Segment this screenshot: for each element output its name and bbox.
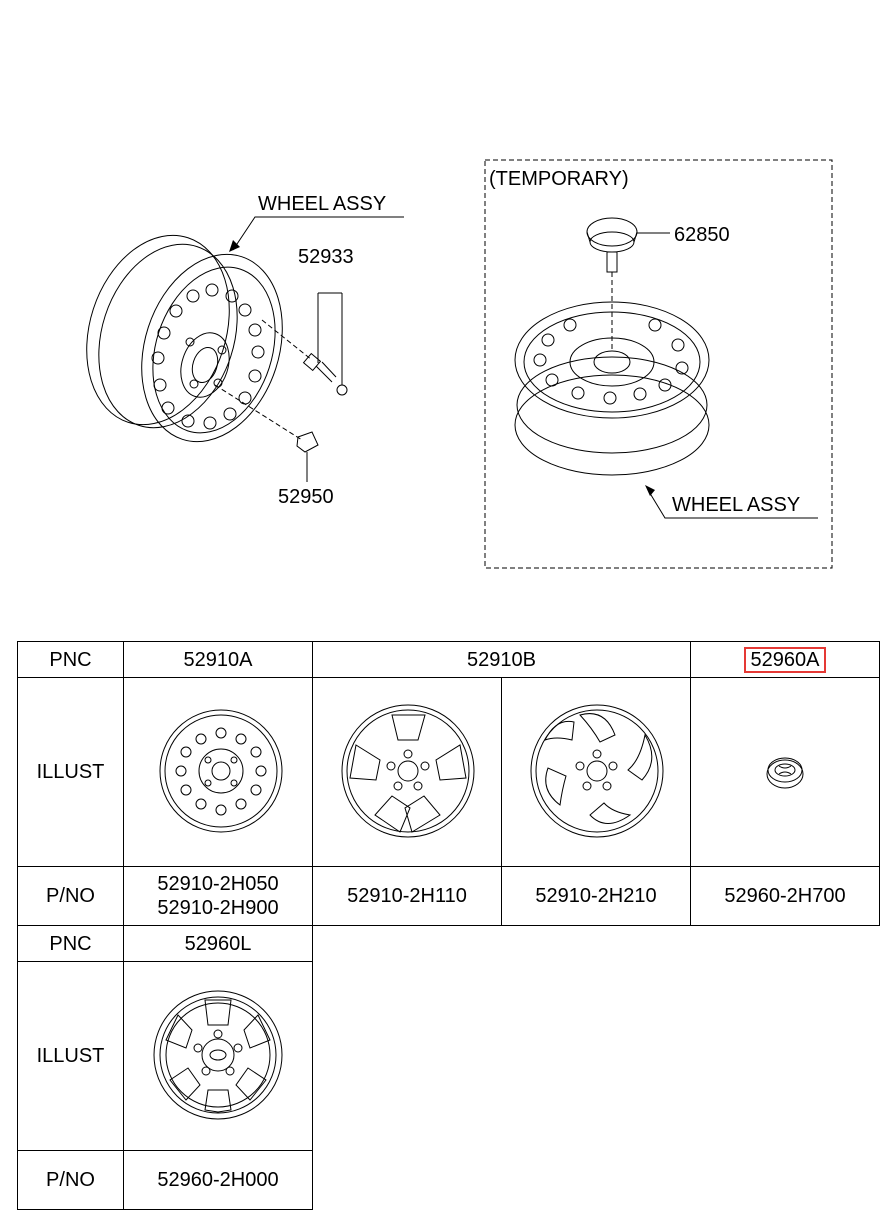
temporary-wheel-drawing [484,159,833,569]
alloy-5-spoke-illust [341,704,475,838]
illust-header-2: ILLUST [17,961,124,1151]
steel-wheel-illust [159,709,283,833]
pnc-cell-52910a: 52910A [123,641,313,678]
pno-cell-wheel-cover: 52960-2H000 [123,1150,313,1210]
pnc-cell-52960l: 52960L [123,925,313,962]
temporary-wheel-assy-label: WHEEL ASSY [672,494,801,516]
temporary-label: (TEMPORARY) [489,168,629,190]
illust-cell-alloy-swirl[interactable] [501,677,691,867]
illust-header-text: ILLUST [36,761,105,783]
wheel-cover-illust [153,990,283,1120]
pno-cell-center-cap: 52960-2H700 [690,866,880,926]
pnc-cell-52910b: 52910B [312,641,691,678]
nut-pnc-label: 52950 [278,486,334,508]
pno-cell-alloy-swirl: 52910-2H210 [501,866,691,926]
pno-52910-2h210[interactable]: 52910-2H210 [535,885,657,907]
steel-wheel-drawing [86,216,404,482]
pno-cell-steel: 52910-2H050 52910-2H900 [123,866,313,926]
pnc-52960l: 52960L [184,932,252,955]
holder-pnc-label: 62850 [674,224,730,246]
pno-header-text: P/NO [46,885,95,907]
illust-cell-steel-wheel[interactable] [123,677,313,867]
pno-cell-alloy-5-spoke: 52910-2H110 [312,866,502,926]
pnc-header: PNC [17,641,124,678]
pno-52910-2h050[interactable]: 52910-2H050 [157,873,279,895]
illust-header: ILLUST [17,677,124,867]
pnc-52910b: 52910B [467,648,536,671]
pnc-cell-52960a: 52960A [690,641,880,678]
pnc-52910a: 52910A [183,648,253,671]
pno-header: P/NO [17,866,124,926]
pnc-52960a-highlighted[interactable]: 52960A [743,646,827,673]
wheel-assy-label: WHEEL ASSY [258,193,387,215]
pno-52910-2h110[interactable]: 52910-2H110 [347,885,467,907]
pno-52910-2h900[interactable]: 52910-2H900 [157,897,279,919]
illust-cell-alloy-5-spoke[interactable] [312,677,502,867]
valve-pnc-label: 52933 [298,246,354,268]
illust-header-2-text: ILLUST [36,1045,105,1067]
pno-header-2: P/NO [17,1150,124,1210]
pnc-header-2: PNC [17,925,124,962]
pno-header-2-text: P/NO [46,1169,95,1191]
illust-cell-wheel-cover[interactable] [123,961,313,1151]
alloy-swirl-illust [530,704,664,838]
pnc-header-2-text: PNC [49,932,92,955]
pno-52960-2h700[interactable]: 52960-2H700 [724,885,846,907]
illust-cell-center-cap[interactable] [690,677,880,867]
pno-52960-2h000[interactable]: 52960-2H000 [157,1169,279,1191]
pnc-header-text: PNC [49,648,92,671]
center-cap-illust [766,757,804,789]
